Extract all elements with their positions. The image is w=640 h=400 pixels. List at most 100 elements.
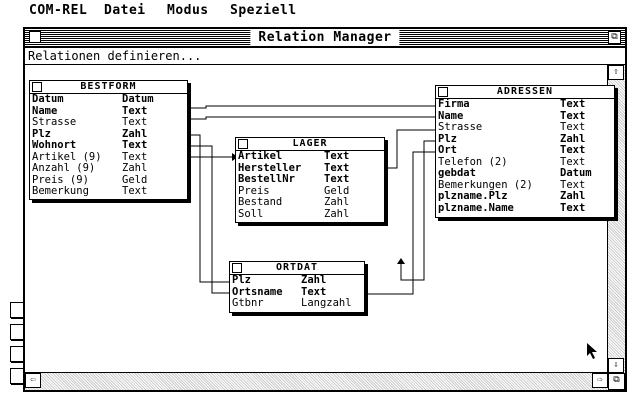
close-box-icon[interactable] (29, 31, 41, 43)
fullsize-box-icon[interactable]: ⧉ (608, 31, 621, 44)
menu-datei[interactable]: Datei (104, 3, 146, 18)
field-type: Datum (122, 93, 154, 105)
scroll-left-arrow-icon[interactable]: ⇦ (25, 373, 41, 388)
field-type: Zahl (560, 190, 586, 202)
horizontal-scrollbar[interactable]: ⇦ ⇨ (25, 372, 608, 390)
field-row[interactable]: Preis Geld (236, 184, 384, 198)
field-name: Datum (32, 93, 64, 105)
field-name: Ort (438, 144, 457, 156)
field-name: Preis (238, 184, 270, 197)
field-type: Zahl (324, 207, 350, 220)
field-name: Wohnort (32, 139, 77, 151)
field-row[interactable]: Artikel (9)Text (30, 150, 187, 164)
field-name: plzname.Name (438, 201, 514, 214)
field-name: Anzahl (9) (32, 162, 96, 174)
table-header[interactable]: ORTDAT (230, 262, 364, 275)
field-row[interactable]: Bemerkungen (2)Text (436, 179, 614, 192)
field-type: Text (560, 121, 586, 133)
scroll-up-arrow-icon[interactable]: ⇧ (608, 65, 624, 80)
field-name: Name (32, 104, 58, 117)
field-row[interactable]: Anzahl (9)Zahl (30, 162, 187, 175)
field-name: Strasse (32, 116, 77, 128)
table-close-icon[interactable] (238, 139, 248, 149)
field-name: Plz (438, 132, 457, 145)
menu-bar: COM-REL Datei Modus Speziell (0, 0, 640, 22)
field-name: Firma (438, 98, 470, 110)
title-bar[interactable]: Relation Manager ⧉ (25, 29, 625, 48)
info-line: Relationen definieren... (25, 48, 625, 65)
field-row[interactable]: Plz Zahl (436, 132, 614, 146)
field-type: Zahl (301, 274, 327, 286)
scroll-down-arrow-icon[interactable]: ⇩ (608, 358, 624, 373)
field-row[interactable]: plzname.Plz Zahl (436, 190, 614, 203)
field-type: Zahl (560, 132, 586, 145)
field-name: BestellNr (238, 173, 295, 185)
table-close-icon[interactable] (32, 82, 42, 92)
field-row[interactable]: Plz Zahl (230, 274, 364, 287)
field-type: Zahl (324, 196, 350, 208)
field-row[interactable]: Telefon (2) Text (436, 155, 614, 169)
field-type: Text (560, 109, 586, 122)
table-name: ORTDAT (275, 262, 319, 273)
field-row[interactable]: Datum Datum (30, 93, 187, 106)
field-row[interactable]: BestellNr Text (236, 173, 384, 186)
field-name: Telefon (2) (438, 155, 508, 168)
resize-box-icon[interactable]: ⧉ (608, 373, 625, 390)
field-type: Text (324, 173, 350, 185)
field-row[interactable]: Strasse Text (436, 121, 614, 134)
field-row[interactable]: Ort Text (436, 144, 614, 157)
field-name: plzname.Plz (438, 190, 508, 202)
field-row[interactable]: Strasse Text (30, 116, 187, 129)
field-name: Strasse (438, 121, 483, 133)
field-row[interactable]: Firma Text (436, 98, 614, 111)
field-name: Plz (232, 274, 251, 286)
field-name: Ortsname (232, 285, 283, 298)
field-name: Soll (238, 207, 264, 220)
table-header[interactable]: BESTFORM (30, 81, 187, 94)
table-name: LAGER (292, 138, 328, 149)
field-type: Text (301, 285, 327, 298)
field-type: Geld (122, 173, 148, 186)
field-name: Name (438, 109, 464, 122)
scroll-right-arrow-icon[interactable]: ⇨ (592, 373, 608, 388)
field-name: Bemerkung (32, 185, 89, 197)
table-close-icon[interactable] (232, 263, 242, 273)
field-type: Geld (324, 184, 350, 197)
menu-speziell[interactable]: Speziell (230, 3, 297, 18)
field-name: Artikel (238, 150, 283, 162)
field-row[interactable]: plzname.Name Text (436, 201, 614, 215)
field-row[interactable]: Ortsname Text (230, 285, 364, 299)
field-type: Text (122, 150, 148, 163)
table-name: BESTFORM (80, 81, 137, 92)
field-name: Preis (9) (32, 173, 89, 186)
field-row[interactable]: Preis (9) Geld (30, 173, 187, 187)
field-type: Zahl (122, 127, 148, 140)
field-type: Text (560, 155, 586, 168)
field-type: Text (560, 144, 586, 156)
field-name: Gtbnr (232, 297, 264, 309)
field-row[interactable]: Plz Zahl (30, 127, 187, 141)
field-type: Text (560, 98, 586, 110)
table-header[interactable]: LAGER (236, 138, 384, 151)
field-name: Plz (32, 127, 51, 140)
field-row[interactable]: Soll Zahl (236, 207, 384, 221)
field-type: Text (122, 116, 148, 128)
menu-modus[interactable]: Modus (167, 3, 209, 18)
table-close-icon[interactable] (438, 87, 448, 97)
table-header[interactable]: ADRESSEN (436, 86, 614, 99)
field-row[interactable]: Name Text (436, 109, 614, 123)
field-type: Text (560, 201, 586, 214)
menu-com-rel[interactable]: COM-REL (29, 3, 88, 18)
